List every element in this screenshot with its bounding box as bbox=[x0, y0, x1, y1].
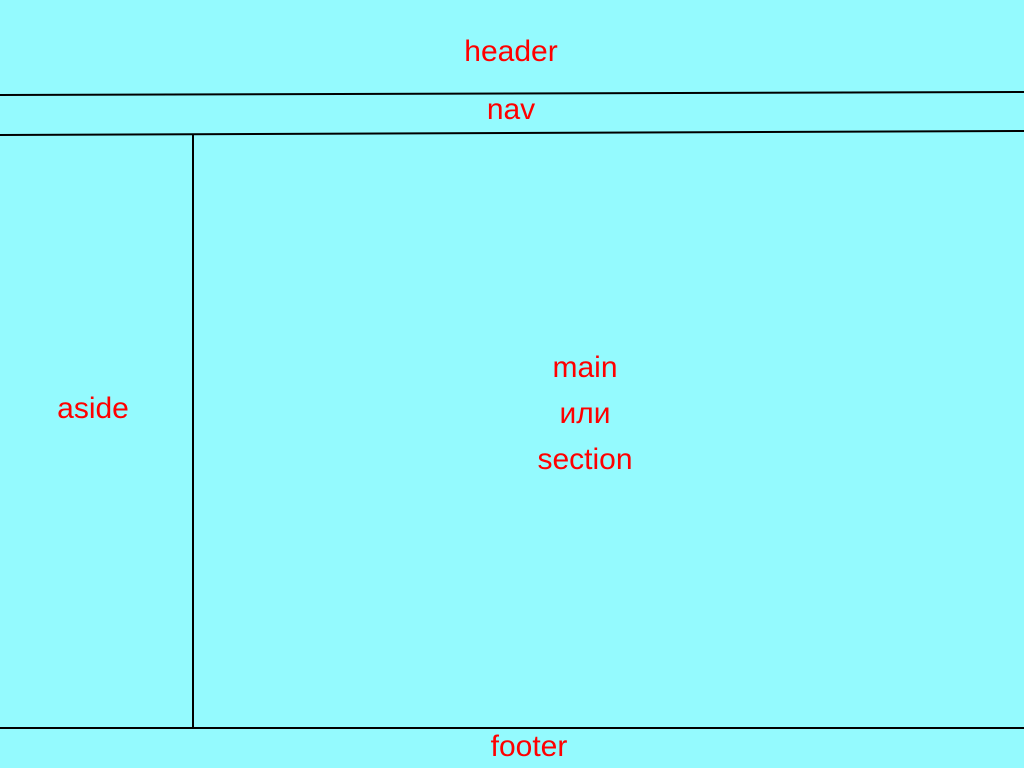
aside-region-label: aside bbox=[57, 392, 129, 425]
nav-region-label: nav bbox=[486, 93, 536, 126]
main-region-label: main или section bbox=[450, 345, 720, 483]
main-label-line-1: main bbox=[552, 351, 618, 384]
header-nav-divider bbox=[0, 91, 1024, 96]
footer-region-label: footer bbox=[490, 730, 568, 763]
main-label-line-2: или bbox=[559, 397, 611, 430]
nav-content-divider bbox=[0, 130, 1024, 136]
header-region-label: header bbox=[464, 35, 558, 68]
main-label-line-3: section bbox=[537, 443, 633, 476]
